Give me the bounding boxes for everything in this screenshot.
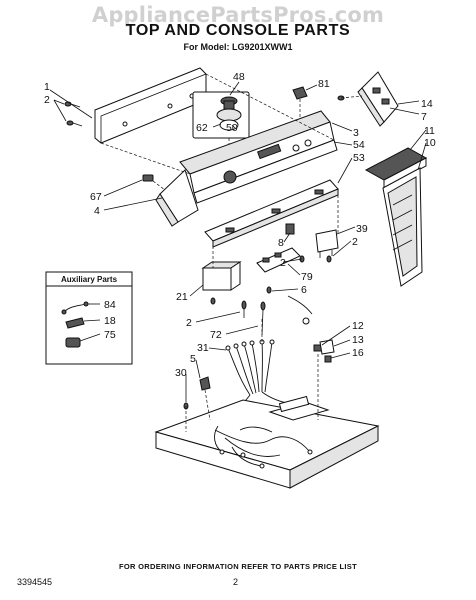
callout-11: 11	[424, 125, 435, 137]
terminal-blocks	[256, 223, 339, 273]
callout-67: 67	[90, 191, 102, 203]
callout-5: 5	[190, 353, 196, 365]
callout-16: 16	[352, 347, 364, 359]
ordering-note: FOR ORDERING INFORMATION REFER TO PARTS …	[119, 562, 357, 571]
callout-6: 6	[301, 284, 307, 296]
end-cap-right	[337, 71, 399, 127]
callout-54: 54	[353, 139, 365, 151]
model-subtitle: For Model: LG9201XWW1	[183, 42, 293, 52]
console-panel	[179, 110, 338, 204]
aux-label-75: 75	[104, 329, 116, 341]
callout-53: 53	[353, 152, 365, 164]
callout-2c: 2	[280, 257, 286, 269]
aux-part-84	[61, 301, 100, 315]
callout-79: 79	[301, 271, 313, 283]
callout-48: 48	[233, 71, 245, 83]
callout-12: 12	[352, 320, 364, 332]
callout-7: 7	[421, 111, 427, 123]
callout-81: 81	[318, 78, 330, 90]
leader-lines	[49, 81, 427, 402]
callout-62: 62	[196, 122, 208, 134]
assembly-lines	[100, 73, 363, 432]
timer-motor	[201, 261, 242, 305]
document-number: 3394545	[17, 577, 53, 587]
callout-50: 50	[226, 122, 238, 134]
callout-1: 1	[44, 81, 50, 93]
rear-bracket	[94, 67, 207, 144]
aux-label-84: 84	[104, 299, 116, 311]
callout-39: 39	[356, 223, 368, 235]
callout-72: 72	[210, 329, 222, 341]
wire-clip	[287, 295, 313, 325]
callout-8: 8	[278, 237, 284, 249]
lint-screen	[364, 147, 428, 287]
callout-labels: 1 2 48 81 14 7 62 50 3 54 53 11 10 67 4 …	[44, 71, 436, 379]
page-title: TOP AND CONSOLE PARTS	[125, 22, 351, 39]
auxiliary-parts-box: Auxiliary Parts 84 18 75	[45, 271, 133, 365]
callout-10: 10	[424, 137, 436, 149]
callout-14: 14	[421, 98, 433, 110]
callout-2: 2	[44, 94, 50, 106]
callout-30: 30	[175, 367, 187, 379]
end-cap-left	[142, 169, 199, 227]
watermark: AppliancePartsPros.com	[91, 3, 385, 27]
wire-harness	[225, 339, 293, 413]
page-number: 2	[233, 577, 239, 587]
aux-part-75	[65, 333, 101, 348]
callout-31: 31	[197, 342, 209, 354]
console-base	[204, 179, 339, 248]
small-screws	[241, 286, 272, 336]
callout-2d: 2	[186, 317, 192, 329]
switch-81	[292, 86, 308, 135]
auxiliary-title: Auxiliary Parts	[61, 275, 118, 284]
aux-label-18: 18	[104, 315, 116, 327]
cabinet-top	[154, 395, 380, 489]
callout-3: 3	[353, 127, 359, 139]
callout-4: 4	[94, 205, 100, 217]
callout-13: 13	[352, 334, 364, 346]
callout-21: 21	[176, 291, 188, 303]
callout-2b: 2	[352, 236, 358, 248]
aux-part-18	[65, 317, 101, 329]
